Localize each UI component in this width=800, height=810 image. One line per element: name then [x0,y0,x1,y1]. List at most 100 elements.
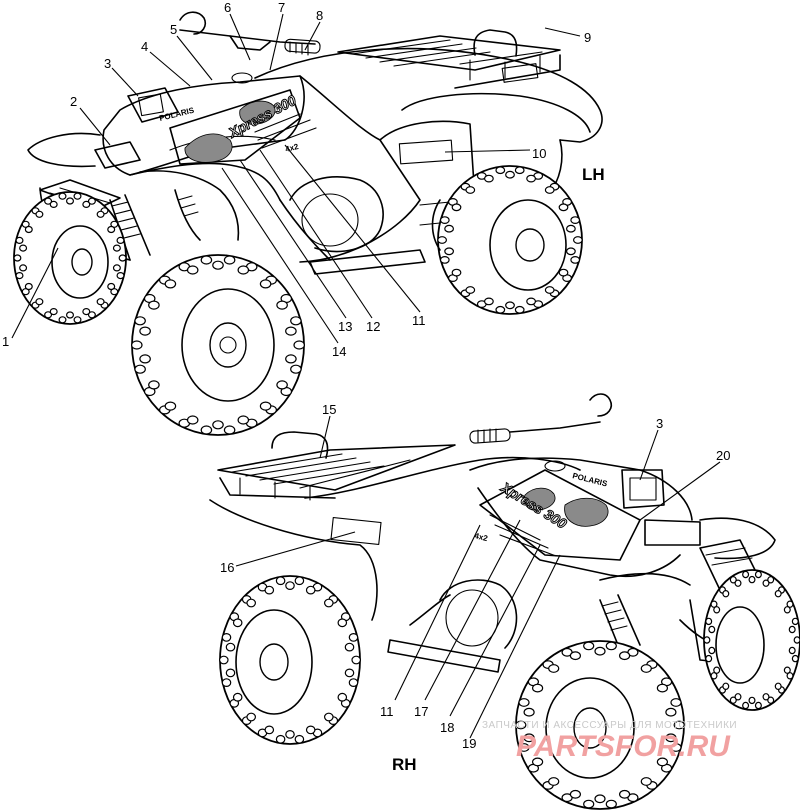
tread-knob [656,757,669,767]
tread-knob [116,236,125,244]
tread-knob [605,799,617,809]
lh-rack-decal-9 [501,63,539,83]
tread-knob [544,286,555,294]
tread-knob [139,354,151,364]
rh-headlight [629,477,657,501]
tread-knob [793,636,800,644]
tread-knob [713,666,721,674]
tread-knob [754,570,762,579]
tread-knob [748,696,756,705]
tread-knob [734,579,742,587]
tread-knob [594,794,606,804]
tread-knob [526,174,536,183]
rh-rear-fender-decal-16 [330,517,382,545]
tread-knob [15,236,24,244]
tread-knob [351,655,361,665]
lh-callouts: 1 2 3 4 5 6 7 8 9 10 11 12 13 14 [2,0,591,359]
rh-front-left-wheel [515,640,685,810]
tread-knob [264,725,275,735]
tread-knob [13,254,22,262]
tread-knob [259,401,272,411]
tread-knob [722,590,730,598]
tread-knob [118,254,127,262]
lh-front-right-wheel [131,254,305,436]
tread-knob [344,668,355,678]
tread-knob [323,598,334,608]
tread-knob [212,260,224,270]
tread-knob [116,272,125,280]
tread-knob [618,789,631,799]
tread-knob [754,701,762,710]
atv-left-side-view: POLARIS Xpress 300 4x2 [13,11,603,436]
tread-knob [24,225,33,234]
rh-callouts: 15 3 20 16 11 17 18 19 [220,402,730,751]
tread-knob [348,633,359,642]
tread-knob [219,655,229,665]
tread-knob [548,777,560,786]
tread-knob [275,734,286,744]
rh-rear-rack [217,431,456,501]
tread-knob [186,265,199,275]
tread-knob [107,282,116,291]
tread-knob [112,244,121,252]
tread-knob [665,707,677,717]
tread-knob [767,576,775,584]
tread-knob [767,696,775,704]
tread-knob [444,247,455,256]
tread-knob [107,225,116,234]
tread-knob [722,682,730,691]
tread-knob [82,308,91,316]
tread-knob [82,200,91,208]
lh-front-left-wheel [13,191,127,325]
tread-knob [437,236,448,244]
lh-badge-decal: 4x2 [284,142,300,154]
tread-knob [734,693,742,701]
callout-12: 12 [366,319,380,334]
tread-knob [515,720,527,730]
tread-knob [558,203,569,212]
callout-5: 5 [170,22,177,37]
callout-2: 2 [70,94,77,109]
tread-knob [200,425,213,435]
tread-knob [548,664,560,673]
tread-knob [73,316,82,324]
callout-10: 10 [532,146,546,161]
tread-knob [518,698,530,707]
tread-knob [514,305,525,314]
tread-knob [348,678,359,687]
tread-knob [35,298,44,306]
tread-knob [293,340,305,350]
tread-knob [729,576,737,584]
tread-knob [305,585,316,595]
tread-knob [323,712,334,722]
tread-knob [791,617,799,626]
tread-knob [570,216,581,225]
rh-badge-decal: 4x2 [474,531,490,543]
tread-knob [705,654,713,663]
tread-knob [705,617,713,626]
tread-knob [223,425,236,435]
watermark-tagline: ЗАПЧАСТИ И АКСЕССУАРЫ ДЛЯ МОТОТЕХНИКИ [482,720,737,731]
callout-3-rh: 3 [656,416,663,431]
tread-knob [15,272,24,280]
tread-knob [139,326,151,336]
tread-knob [148,380,160,390]
tread-knob [518,743,530,752]
tread-knob [134,316,146,326]
callout-20: 20 [716,448,730,463]
tread-knob [791,654,799,663]
tread-knob [96,210,105,218]
tread-knob [276,300,288,310]
tread-knob [73,192,82,200]
tread-knob [788,646,796,655]
tread-knob [742,570,750,579]
tread-knob [290,316,302,326]
tread-knob [285,354,297,364]
tread-knob [544,186,555,194]
tread-knob [164,401,177,411]
tread-knob [275,576,286,586]
callout-7: 7 [278,0,285,15]
tread-knob [112,264,121,272]
tread-knob [337,692,348,702]
callout-13: 13 [338,319,352,334]
